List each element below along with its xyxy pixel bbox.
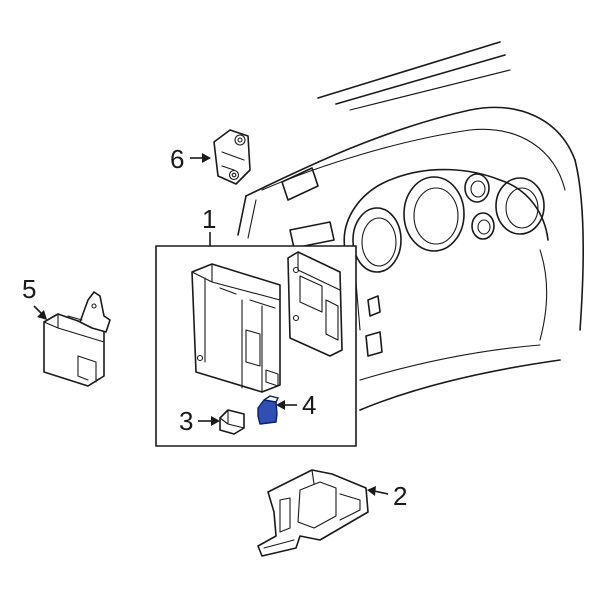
- callout-5: 5: [22, 274, 36, 304]
- junction-block: [191, 263, 281, 393]
- part-6-arrowhead: [202, 153, 211, 163]
- part-3-relay: [219, 409, 245, 435]
- part-5-module: [43, 291, 111, 387]
- part-5-arrowhead: [37, 310, 47, 320]
- part-3-arrowhead: [211, 416, 220, 426]
- ecu-module: [287, 251, 343, 357]
- part-2-bracket: [257, 469, 369, 557]
- part-4-relay-highlighted: [257, 395, 280, 425]
- part-6-bracket: [213, 129, 251, 185]
- callout-4: 4: [302, 390, 316, 420]
- callout-3: 3: [179, 406, 193, 436]
- part-5-leader-line: [33, 305, 43, 315]
- part-2-leader-line: [373, 490, 389, 495]
- callout-2: 2: [393, 481, 407, 511]
- part-2-arrowhead: [367, 486, 376, 496]
- callout-1: 1: [202, 204, 216, 234]
- callout-6: 6: [170, 144, 184, 174]
- part-4-arrowhead: [276, 400, 285, 410]
- instrument-panel-outline: [237, 41, 585, 411]
- part-1-group: [155, 232, 357, 447]
